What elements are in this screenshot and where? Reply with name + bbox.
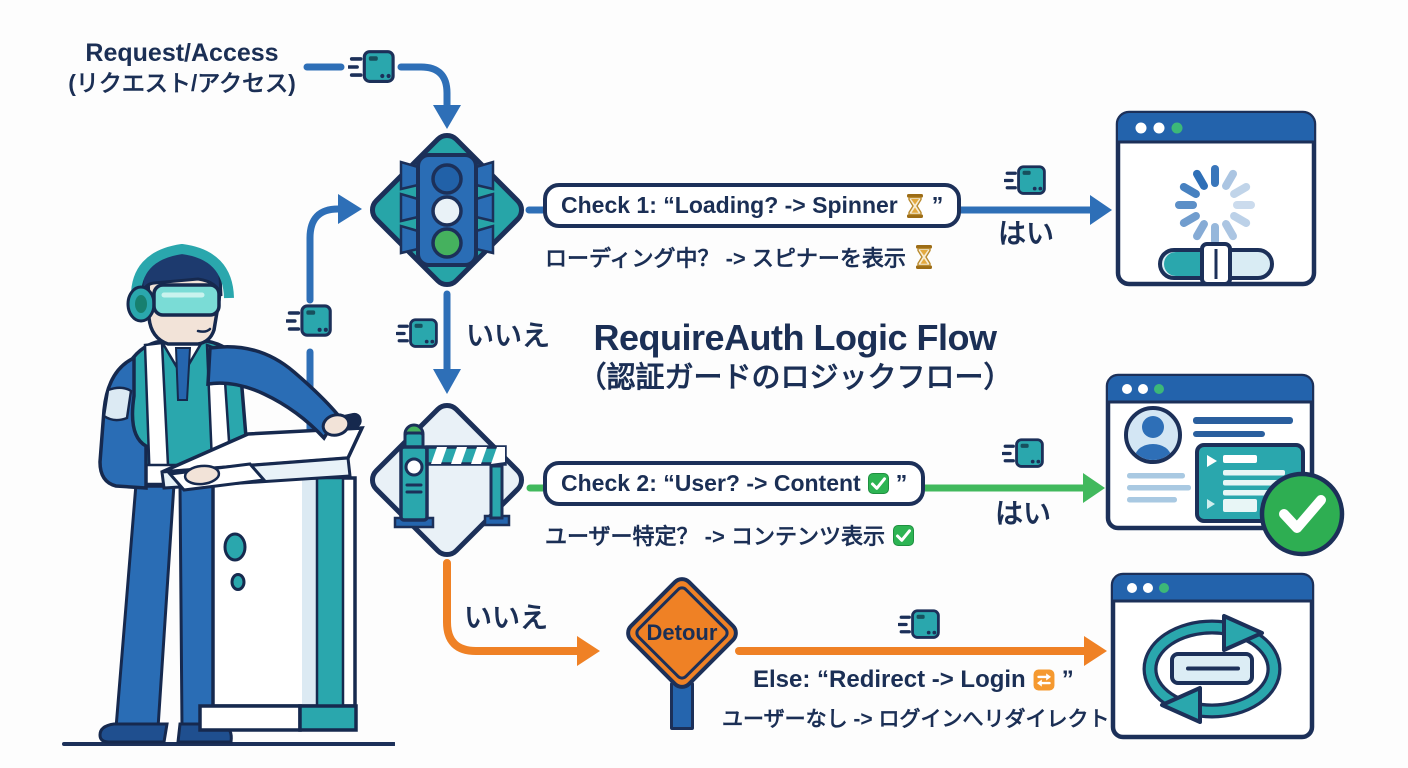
window-dot	[1154, 384, 1164, 394]
decision-loading-diamond	[369, 132, 525, 288]
window-dot	[1122, 384, 1132, 394]
avatar	[1124, 406, 1182, 464]
hourglass-icon	[905, 193, 925, 218]
podium	[160, 426, 365, 732]
request-line-2	[397, 63, 451, 111]
window-dot	[1138, 384, 1148, 394]
window-dot	[1153, 122, 1165, 134]
spinner-window	[1115, 110, 1317, 287]
start-label-ja: (リクエスト/アクセス)	[68, 70, 296, 97]
window-dot	[1171, 122, 1183, 134]
check2-text: Check 2: “User? -> Content	[561, 470, 861, 496]
text-line	[1127, 497, 1177, 503]
guard-line-upper	[306, 205, 344, 304]
play-icon	[1207, 499, 1215, 509]
traffic-light-icon	[399, 153, 495, 267]
else-main-text: Else: “Redirect -> Login	[753, 666, 1026, 693]
window-dot	[1135, 122, 1147, 134]
arrowhead-right-1	[1090, 195, 1112, 225]
arrowhead-down-1	[433, 105, 461, 129]
packet-icon	[1002, 438, 1044, 469]
detour-sign-label: Detour	[646, 620, 718, 645]
shoulder-patch	[102, 386, 133, 422]
progress-bar	[1158, 242, 1274, 286]
packet-icon	[348, 49, 395, 84]
content-window	[1105, 373, 1345, 557]
vr-goggles	[152, 283, 221, 317]
check-mark-icon	[892, 524, 914, 546]
spinner-icon	[1175, 165, 1255, 245]
no2-line	[443, 559, 581, 655]
redirect-window	[1110, 572, 1315, 740]
else-sub-text: ユーザーなし -> ログインへリダイレクト	[722, 708, 1110, 731]
arrowhead-right-4	[1084, 636, 1107, 666]
guard-collar-tie	[159, 340, 205, 401]
repeat-icon	[1033, 669, 1055, 691]
check1-sub-text: ローディング中？ -> スピナーを表示	[545, 246, 906, 271]
detour-sign: Detour	[618, 572, 746, 740]
check2-box: Check 2: “User? -> Content ”	[543, 461, 926, 506]
check-mark-icon	[867, 473, 889, 494]
arrowhead-right-guard	[338, 194, 362, 224]
decision-user-diamond	[369, 402, 525, 558]
security-guard-illustration	[62, 243, 395, 746]
guard-head	[126, 243, 234, 346]
window-dot	[1159, 583, 1169, 593]
text-line	[1127, 473, 1185, 479]
guard-right-arm	[206, 344, 362, 441]
arrowhead-down-2	[433, 369, 461, 394]
window-titlebar	[1113, 575, 1312, 601]
check2-sub: ユーザー特定？ -> コンテンツ表示	[545, 519, 914, 551]
barrier-gate-icon	[393, 423, 511, 529]
window-dot	[1127, 583, 1137, 593]
yes2-label: はい	[995, 498, 1052, 529]
text-line	[1193, 431, 1265, 437]
arrowhead-right-3	[577, 636, 600, 666]
check1-text: Check 1: “Loading? -> Spinner	[561, 192, 898, 218]
start-label-en: Request/Access	[85, 39, 279, 67]
guard-left-hand	[183, 464, 221, 486]
window-titlebar	[1108, 376, 1312, 402]
check2-close-quote: ”	[895, 470, 908, 496]
yes1-label: はい	[998, 218, 1055, 249]
else-close-quote: ”	[1061, 666, 1074, 693]
packet-icon	[1004, 165, 1046, 196]
guard-right-hand	[321, 413, 351, 437]
redirect-loop-icon	[1142, 614, 1282, 724]
headphone-band	[130, 243, 234, 301]
packet-icon	[898, 609, 940, 640]
success-check-icon	[1259, 471, 1345, 557]
text-line	[1193, 417, 1293, 424]
else-sub: ユーザーなし -> ログインへリダイレクト	[722, 703, 1139, 733]
arrowhead-right-2	[1083, 473, 1105, 503]
diagram-title: RequireAuth Logic Flow （認証ガードのロジックフロー）	[555, 316, 1035, 396]
hourglass-icon	[914, 245, 934, 269]
podium-keyboard	[167, 462, 267, 492]
guard-left-arm	[98, 355, 148, 490]
diagram-title-en: RequireAuth Logic Flow	[593, 317, 997, 358]
window-dot	[1143, 583, 1153, 593]
check1-box: Check 1: “Loading? -> Spinner ”	[543, 183, 962, 228]
text-line	[1127, 485, 1191, 491]
start-label: Request/Access (リクエスト/アクセス)	[52, 38, 312, 98]
play-icon	[1207, 455, 1217, 467]
no1-label: いいえ	[466, 320, 551, 351]
no2-label: いいえ	[464, 602, 549, 633]
check1-sub: ローディング中？ -> スピナーを表示	[545, 241, 934, 273]
packet-icon	[396, 318, 438, 349]
window-titlebar	[1118, 113, 1314, 142]
check1-close-quote: ”	[931, 192, 944, 218]
check2-sub-text: ユーザー特定？ -> コンテンツ表示	[545, 524, 885, 549]
else-main: Else: “Redirect -> Login ”	[753, 666, 1074, 694]
diagram-title-ja: （認証ガードのロジックフロー）	[577, 362, 1013, 395]
